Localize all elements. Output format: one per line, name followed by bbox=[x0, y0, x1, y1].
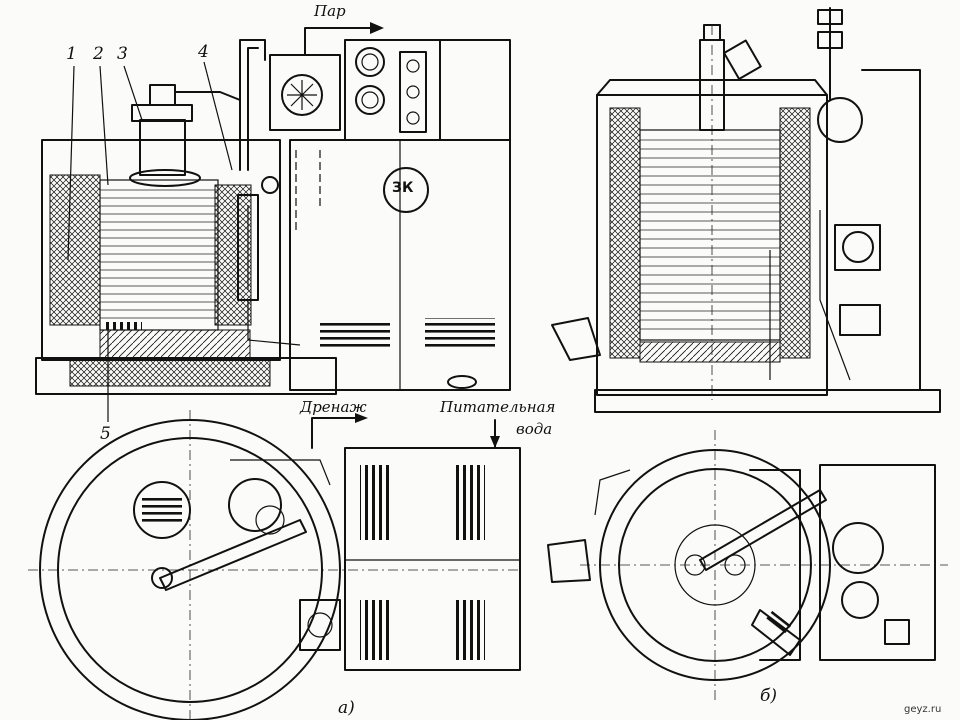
indicator-strip bbox=[399, 51, 427, 133]
insulation-base bbox=[69, 359, 271, 387]
plan-b-cabinet bbox=[819, 464, 936, 661]
side-separator bbox=[817, 97, 863, 143]
leader-2 bbox=[99, 65, 109, 186]
callout-2: 2 bbox=[93, 44, 104, 64]
side-pump bbox=[834, 224, 881, 271]
steam-riser-pipe-inner bbox=[247, 47, 259, 171]
plan-b-pump bbox=[832, 522, 884, 574]
plan-view-a bbox=[28, 410, 521, 720]
plan-a-vent-1 bbox=[360, 465, 390, 540]
plan-view-b bbox=[547, 430, 948, 700]
callout-1: 1 bbox=[66, 44, 77, 64]
watermark: geyz.ru bbox=[904, 704, 942, 715]
plan-b-pipe bbox=[594, 469, 631, 516]
callout-5: 5 bbox=[100, 424, 111, 444]
plan-a-burner-hatch bbox=[133, 481, 191, 539]
view-a-caption: a) bbox=[338, 698, 355, 718]
steam-arrow bbox=[370, 22, 384, 34]
callout-4: 4 bbox=[198, 42, 209, 62]
emblem-text: ЗК bbox=[392, 180, 414, 196]
plan-b-exhaust bbox=[547, 539, 591, 583]
exhaust-chute bbox=[551, 317, 601, 361]
plan-a-pump bbox=[228, 478, 282, 532]
drain-line bbox=[311, 417, 356, 449]
plan-a-valve-group bbox=[299, 599, 341, 651]
side-coil-tubes bbox=[640, 139, 780, 330]
leader-4 bbox=[203, 61, 233, 171]
vent-grille-left bbox=[320, 320, 390, 350]
plan-a-vent-2 bbox=[455, 465, 485, 540]
emblem-circle bbox=[383, 167, 429, 213]
drain-label: Дренаж bbox=[300, 398, 367, 416]
coil-layer-outer bbox=[49, 174, 101, 326]
boiler-shell bbox=[41, 139, 281, 361]
side-coil-right bbox=[779, 107, 811, 359]
side-top-cover bbox=[596, 79, 828, 96]
heating-coil bbox=[100, 189, 218, 319]
plan-a-fuel-arm bbox=[159, 519, 307, 591]
cabinet-upper bbox=[439, 39, 511, 141]
steam-valve-wheel bbox=[281, 74, 323, 116]
feed-water-label-2: вода bbox=[516, 420, 553, 438]
feed-water-label-1: Питательная bbox=[440, 398, 556, 416]
view-b-caption: б) bbox=[760, 686, 778, 706]
side-coil-left bbox=[609, 107, 641, 359]
pressure-gauge-2 bbox=[355, 85, 385, 115]
plan-a-cabinet bbox=[344, 447, 521, 671]
pressure-gauge-1 bbox=[355, 47, 385, 77]
burner-slots bbox=[102, 322, 142, 330]
leader-1 bbox=[67, 65, 75, 261]
burner-flange bbox=[131, 104, 193, 122]
side-burner-tube bbox=[699, 39, 725, 131]
side-right-casing bbox=[861, 69, 921, 391]
plan-b-fuel-arm bbox=[699, 489, 827, 571]
steam-riser-pipe bbox=[239, 39, 266, 171]
side-valve bbox=[723, 39, 762, 80]
side-furnace-bottom bbox=[639, 341, 781, 363]
top-dome bbox=[129, 169, 201, 187]
furnace-bottom bbox=[99, 329, 251, 359]
side-furnace bbox=[639, 129, 781, 341]
furnace-chamber bbox=[99, 179, 219, 331]
plan-a-vent-3 bbox=[360, 600, 390, 660]
burner-head bbox=[139, 119, 186, 176]
callout-3: 3 bbox=[117, 44, 128, 64]
front-elevation-view bbox=[35, 22, 511, 422]
plan-b-frame bbox=[749, 469, 801, 661]
side-feed-line bbox=[819, 210, 851, 381]
leader-3 bbox=[123, 65, 143, 121]
plan-a-piping bbox=[230, 459, 331, 486]
fuel-pipe bbox=[174, 91, 241, 101]
steam-outlet-line bbox=[304, 27, 371, 56]
gauge-valve bbox=[261, 176, 279, 194]
fuel-nozzle bbox=[149, 84, 176, 106]
coil-layer-inner bbox=[214, 184, 252, 326]
vent-grille-right bbox=[425, 318, 495, 348]
side-section-view bbox=[551, 7, 941, 413]
plan-b-inner-ring bbox=[618, 468, 812, 662]
side-base bbox=[594, 389, 941, 413]
cabinet-handle bbox=[447, 375, 477, 389]
plan-b-valve bbox=[884, 619, 910, 645]
steam-label: Пар bbox=[314, 2, 346, 20]
side-bracket bbox=[839, 304, 881, 336]
plan-a-vent-4 bbox=[455, 600, 485, 660]
